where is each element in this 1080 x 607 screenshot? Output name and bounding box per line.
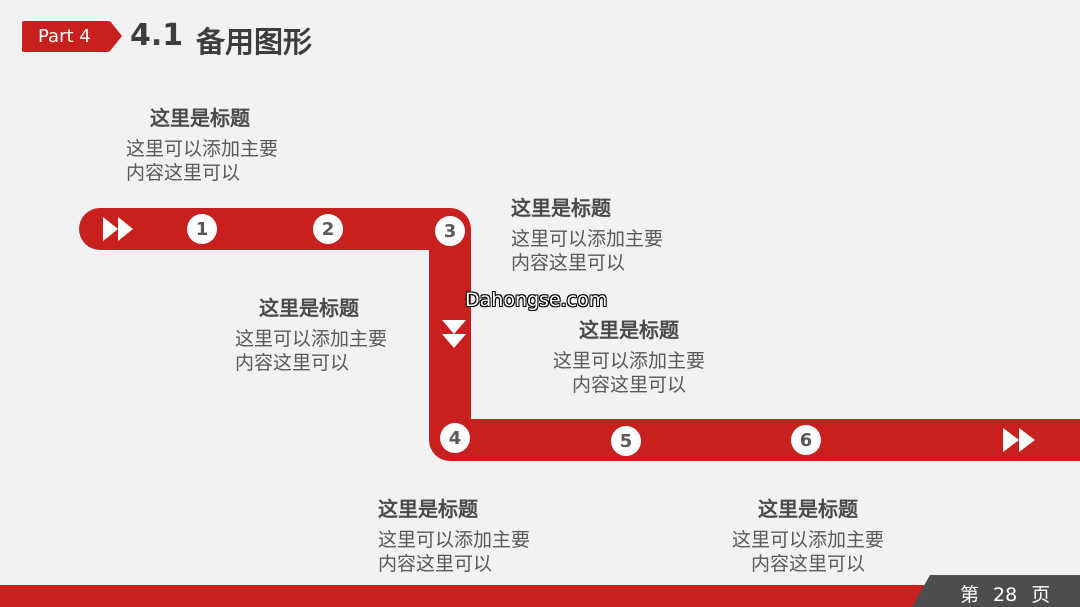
block-title: 这里是标题 xyxy=(579,318,679,342)
block-body: 这里可以添加主要内容这里可以 xyxy=(378,529,531,575)
footer-page-tab xyxy=(912,575,1080,607)
node-1-label: 1 xyxy=(196,219,209,240)
block-body: 这里可以添加主要内容这里可以 xyxy=(511,228,664,274)
watermark: Dahongse.com xyxy=(465,289,608,311)
node-4: 4 xyxy=(440,423,470,453)
node-3-label: 3 xyxy=(444,221,457,242)
block-title: 这里是标题 xyxy=(378,497,478,521)
block-body: 这里可以添加主要内容这里可以 xyxy=(552,350,705,396)
node-6: 6 xyxy=(791,425,821,455)
block-title: 这里是标题 xyxy=(150,106,250,130)
node-2-label: 2 xyxy=(322,219,335,240)
page-title: 备用图形 xyxy=(196,25,313,59)
text-block-1: 这里是标题 这里可以添加主要内容这里可以 xyxy=(126,102,291,185)
node-2: 2 xyxy=(313,214,343,244)
block-title: 这里是标题 xyxy=(511,196,611,220)
block-title: 这里是标题 xyxy=(758,497,858,521)
node-6-label: 6 xyxy=(800,430,813,451)
section-number: 4.1 xyxy=(130,18,184,53)
node-4-label: 4 xyxy=(449,428,462,449)
end-arrows-icon xyxy=(1003,428,1035,452)
node-5: 5 xyxy=(611,426,641,456)
text-block-3: 这里是标题 这里可以添加主要内容这里可以 xyxy=(235,292,400,375)
node-5-label: 5 xyxy=(620,431,633,452)
text-block-6: 这里是标题 这里可以添加主要内容这里可以 xyxy=(723,493,893,576)
page-number: 第 28 页 xyxy=(960,584,1051,606)
down-arrows-icon xyxy=(442,320,466,348)
footer-bar xyxy=(0,585,930,607)
node-1: 1 xyxy=(187,214,217,244)
node-3: 3 xyxy=(435,216,465,246)
text-block-4: 这里是标题 这里可以添加主要内容这里可以 xyxy=(544,314,714,397)
part-tag: Part 4 xyxy=(22,21,122,52)
text-block-5: 这里是标题 这里可以添加主要内容这里可以 xyxy=(378,493,543,576)
block-title: 这里是标题 xyxy=(259,296,359,320)
block-body: 这里可以添加主要内容这里可以 xyxy=(731,529,884,575)
block-body: 这里可以添加主要内容这里可以 xyxy=(235,328,388,374)
start-arrows-icon xyxy=(103,217,133,241)
block-body: 这里可以添加主要内容这里可以 xyxy=(126,138,279,184)
text-block-2: 这里是标题 这里可以添加主要内容这里可以 xyxy=(511,192,676,275)
